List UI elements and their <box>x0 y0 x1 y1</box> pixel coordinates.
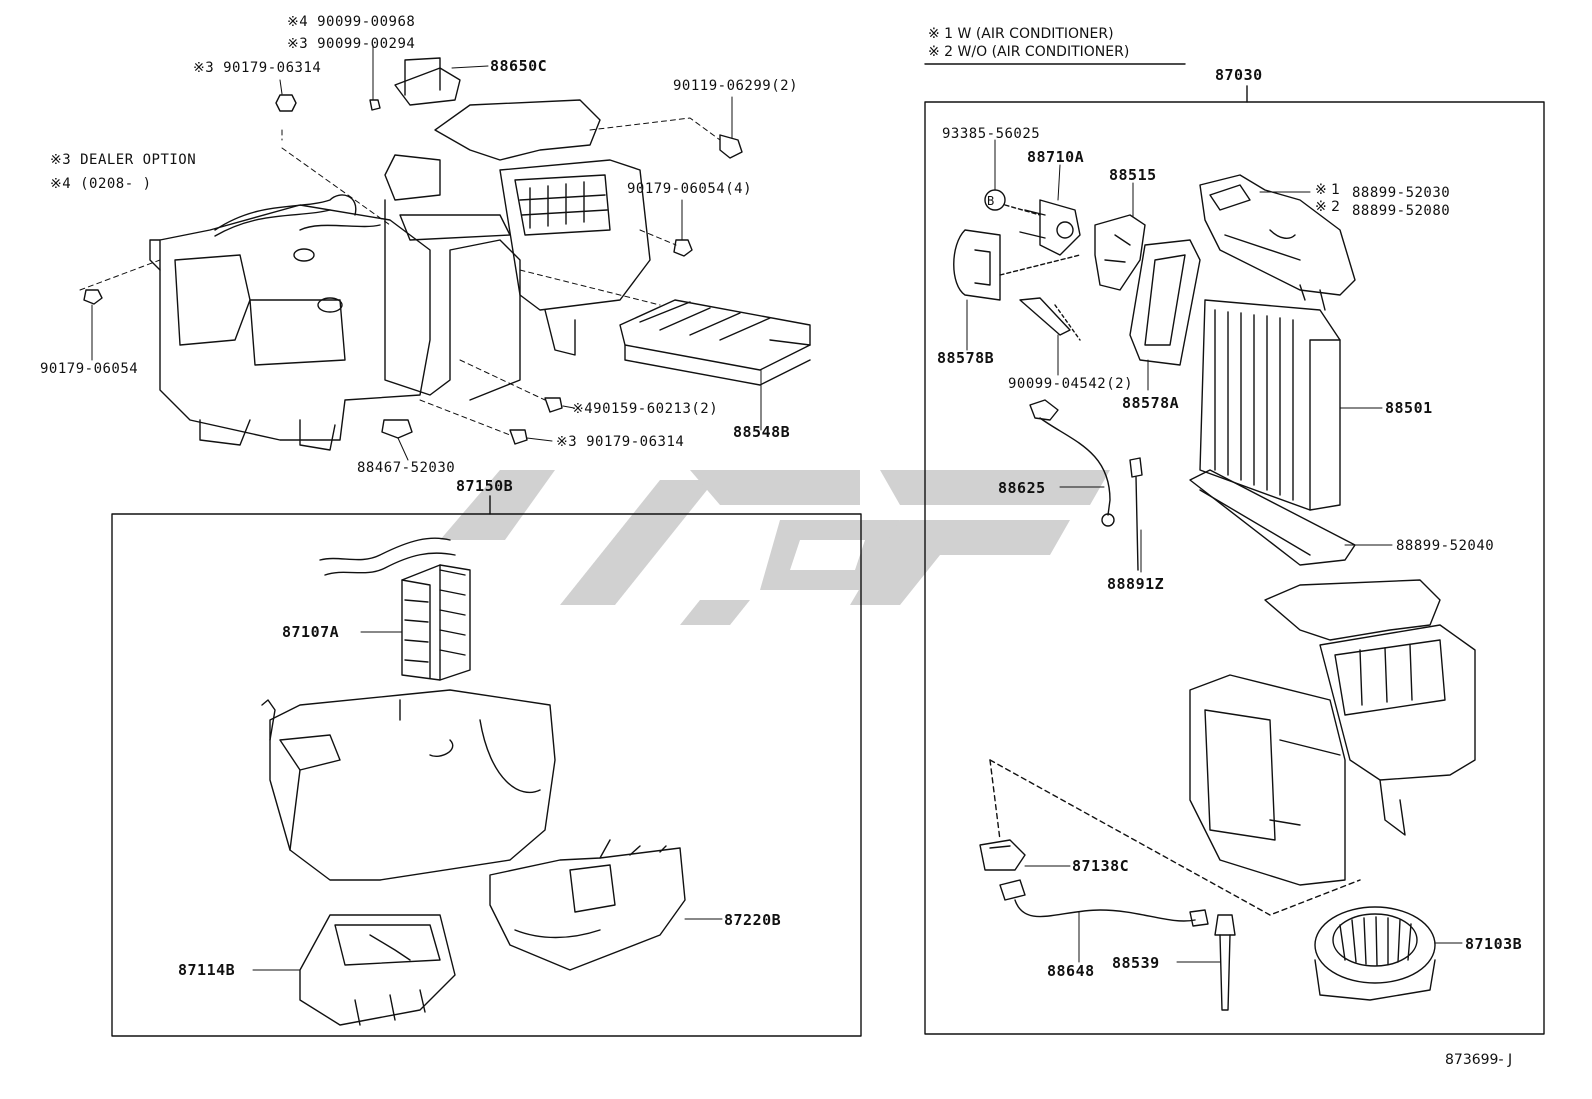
note-with-ac: ※ 1 W (AIR CONDITIONER) <box>928 26 1114 42</box>
label-88710a: 88710A <box>1027 148 1085 166</box>
label-88578b: 88578B <box>937 349 995 367</box>
sensor-88539 <box>1176 914 1236 1011</box>
note-without-ac: ※ 2 W/O (AIR CONDITIONER) <box>928 44 1130 60</box>
label-88578a: 88578A <box>1122 394 1180 412</box>
heater-unit-assembly <box>149 57 651 451</box>
label-ac2-note: ※ 2 <box>1315 199 1341 215</box>
label-ac1-note: ※ 1 <box>1315 182 1341 198</box>
drawing-number: 873699- J <box>1445 1052 1513 1068</box>
label-87138c: 87138C <box>1072 857 1130 875</box>
heater-case <box>261 689 556 881</box>
upper-case-88899-52030 <box>1199 174 1356 311</box>
label-87114b: 87114B <box>178 961 236 979</box>
label-90159-60213: ※490159-60213(2) <box>572 401 719 417</box>
label-88467-52030: 88467-52030 <box>357 460 456 476</box>
label-88899-52030: 88899-52030 <box>1352 185 1451 201</box>
label-93385-56025: 93385-56025 <box>942 126 1041 142</box>
label-90119-06299: 90119-06299(2) <box>673 78 799 94</box>
heater-subassembly-box <box>111 513 862 1037</box>
blower-duct-87220b <box>489 839 723 971</box>
label-90179-06314-bottom: ※3 90179-06314 <box>556 434 685 450</box>
label-88891z: 88891Z <box>1107 575 1165 593</box>
label-88548b: 88548B <box>733 423 791 441</box>
sensor-88891z <box>1129 457 1143 573</box>
label-90179-06314-top: ※3 90179-06314 <box>193 60 322 76</box>
label-circle-b: B <box>987 194 995 208</box>
label-88515: 88515 <box>1109 166 1157 184</box>
label-88539: 88539 <box>1112 954 1160 972</box>
label-90179-06054-4: 90179-06054(4) <box>627 181 753 197</box>
label-87103b: 87103B <box>1465 935 1523 953</box>
label-88899-52080: 88899-52080 <box>1352 203 1451 219</box>
note-date-range: ※4 (0208- ) <box>50 176 152 192</box>
evaporator-tray-88899-52040 <box>1189 469 1393 566</box>
air-inlet-87114b <box>252 914 456 1026</box>
cooling-unit-box <box>924 101 1545 1035</box>
label-90179-06054: 90179-06054 <box>40 361 139 377</box>
label-88648: 88648 <box>1047 962 1095 980</box>
label-88899-52040: 88899-52040 <box>1396 538 1495 554</box>
fasteners-top <box>83 94 743 445</box>
thermistor-88625 <box>1029 399 1115 527</box>
cooling-case <box>1189 579 1476 886</box>
filter-88548b <box>619 299 811 386</box>
wire-harness-88648 <box>999 879 1209 963</box>
label-90099-00968: ※4 90099-00968 <box>287 14 416 30</box>
label-87030: 87030 <box>1215 66 1263 84</box>
watermark-logo <box>440 470 1110 625</box>
label-87107a: 87107A <box>282 623 340 641</box>
label-90099-00294: ※3 90099-00294 <box>287 36 416 52</box>
expansion-valve-parts <box>953 139 1201 376</box>
evaporator-88501 <box>1199 299 1383 511</box>
label-90099-04542: 90099-04542(2) <box>1008 376 1134 392</box>
leader-lines-top-left <box>79 44 762 461</box>
label-87220b: 87220B <box>724 911 782 929</box>
label-88625: 88625 <box>998 479 1046 497</box>
blower-motor-87103b <box>1314 906 1463 1001</box>
heater-core-87107a <box>319 537 471 681</box>
note-dealer-option: ※3 DEALER OPTION <box>50 152 197 168</box>
label-88501: 88501 <box>1385 399 1433 417</box>
label-87150b: 87150B <box>456 477 514 495</box>
connector-87138c <box>979 759 1361 916</box>
label-88650c: 88650C <box>490 57 548 75</box>
